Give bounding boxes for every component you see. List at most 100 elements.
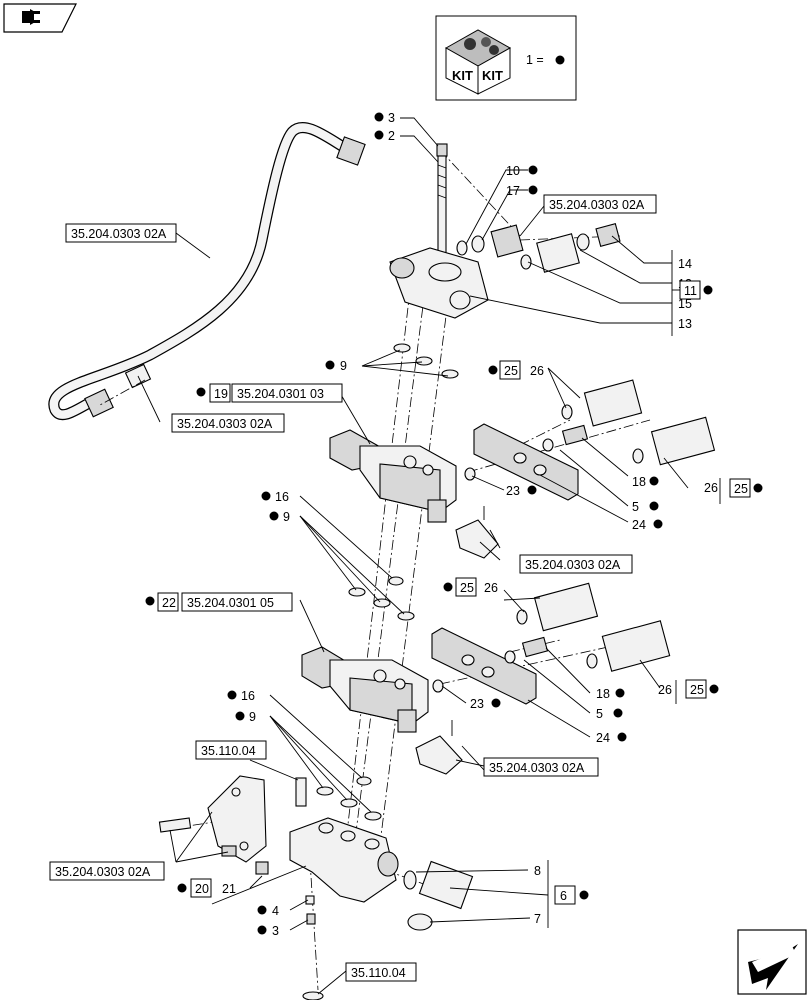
svg-text:35.204.0303 02A: 35.204.0303 02A xyxy=(525,558,621,572)
callout: 26 xyxy=(484,581,498,595)
kit-dot xyxy=(649,501,659,511)
reference-lever-upper[interactable]: 35.204.0303 02A xyxy=(519,554,633,574)
next-page-arrow-icon[interactable] xyxy=(737,929,807,995)
callout-boxed: 25 xyxy=(460,581,474,595)
top-cover xyxy=(389,247,489,319)
callout-boxed: 19 xyxy=(214,387,228,401)
svg-text:35.110.04: 35.110.04 xyxy=(201,744,256,758)
kit-dot xyxy=(235,711,245,721)
kit-dot xyxy=(703,285,713,295)
callout-boxed: 25 xyxy=(504,364,518,378)
valve-section-upper xyxy=(329,429,457,523)
svg-text:35.204.0303 02A: 35.204.0303 02A xyxy=(549,198,645,212)
callout: 13 xyxy=(678,317,692,331)
callout: 26 xyxy=(658,683,672,697)
kit-dot xyxy=(753,483,763,493)
callout: 24 xyxy=(632,518,646,532)
callout: 8 xyxy=(534,864,541,878)
callout: 2 xyxy=(388,129,395,143)
callout: 16 xyxy=(275,490,289,504)
callout: 23 xyxy=(470,697,484,711)
kit-dot xyxy=(491,698,501,708)
kit-dot xyxy=(528,165,538,175)
kit-dot xyxy=(145,596,155,606)
svg-text:35.204.0303 02A: 35.204.0303 02A xyxy=(55,865,151,879)
kit-dot xyxy=(325,360,335,370)
kit-dot xyxy=(488,365,498,375)
reference-bracket[interactable]: 35.110.04 xyxy=(195,740,267,760)
inlet-fitting xyxy=(403,860,474,931)
kit-dot xyxy=(709,684,719,694)
callout: 5 xyxy=(632,500,639,514)
callout-boxed: 22 xyxy=(162,596,176,610)
callout: 4 xyxy=(272,904,279,918)
reference-top-fitting[interactable]: 35.204.0303 02A xyxy=(543,194,657,214)
callouts: 3 2 10 17 14 12 15 13 11 9 19 25 26 18 5… xyxy=(145,111,763,938)
reference-tube-lower[interactable]: 35.204.0303 02A xyxy=(171,413,285,433)
kit-dot xyxy=(528,185,538,195)
callout-boxed: 11 xyxy=(684,284,697,298)
mounting-bracket xyxy=(158,775,307,863)
relief-valves-lower xyxy=(415,582,671,775)
leader-lines xyxy=(137,117,689,995)
kit-dot xyxy=(261,491,271,501)
kit-dot xyxy=(443,582,453,592)
kit-legend-text: 1 = xyxy=(526,53,544,67)
svg-text:35.204.0301 03: 35.204.0301 03 xyxy=(237,387,324,401)
kit-box-icon: KIT KIT xyxy=(444,29,512,95)
kit-dot xyxy=(617,732,627,742)
callout: 26 xyxy=(530,364,544,378)
callout: 17 xyxy=(506,184,520,198)
callout: 10 xyxy=(506,164,520,178)
callout: 26 xyxy=(704,481,718,495)
callout: 9 xyxy=(340,359,347,373)
reference-tube-upper[interactable]: 35.204.0303 02A xyxy=(65,223,177,243)
kit-label-right: KIT xyxy=(482,68,503,83)
svg-text:35.204.0303 02A: 35.204.0303 02A xyxy=(71,227,167,241)
kit-dot xyxy=(196,387,206,397)
kit-dot xyxy=(227,690,237,700)
kit-dot xyxy=(615,688,625,698)
kit-dot-icon xyxy=(555,55,565,65)
kit-dot xyxy=(579,890,589,900)
kit-dot xyxy=(527,485,537,495)
svg-text:35.110.04: 35.110.04 xyxy=(351,966,406,980)
svg-text:35.204.0303 02A: 35.204.0303 02A xyxy=(489,761,585,775)
callout-boxed: 25 xyxy=(734,482,748,496)
svg-text:35.204.0301 05: 35.204.0301 05 xyxy=(187,596,274,610)
reference-washer[interactable]: 35.110.04 xyxy=(345,962,417,982)
relief-valves-upper xyxy=(455,379,716,559)
callout: 7 xyxy=(534,912,541,926)
callout-boxed: 6 xyxy=(560,889,567,903)
callout-boxed: 20 xyxy=(195,882,209,896)
spool-cap-upper xyxy=(473,423,579,501)
tie-bolt xyxy=(436,143,448,257)
callout: 5 xyxy=(596,707,603,721)
kit-dot xyxy=(257,925,267,935)
callout: 23 xyxy=(506,484,520,498)
callout: 9 xyxy=(283,510,290,524)
kit-label-left: KIT xyxy=(452,68,473,83)
book-arrow-icon[interactable] xyxy=(3,3,77,33)
callout: 14 xyxy=(678,257,692,271)
kit-dot xyxy=(374,112,384,122)
hydraulic-tube xyxy=(48,122,366,421)
callout: 21 xyxy=(222,882,236,896)
callout-boxed: 25 xyxy=(690,683,704,697)
reference-bracket-bolts[interactable]: 35.204.0303 02A xyxy=(49,861,165,881)
kit-dot xyxy=(613,708,623,718)
svg-text:35.204.0303 02A: 35.204.0303 02A xyxy=(177,417,273,431)
reference-lever-lower[interactable]: 35.204.0303 02A xyxy=(483,757,599,777)
valve-section-lower xyxy=(301,646,429,733)
top-fittings xyxy=(456,223,621,273)
callout: 24 xyxy=(596,731,610,745)
callout: 15 xyxy=(678,297,692,311)
kit-legend: KIT KIT 1 = xyxy=(435,15,577,101)
callout: 18 xyxy=(632,475,646,489)
reference-valve-section-upper[interactable]: 35.204.0301 03 xyxy=(231,383,343,403)
callout: 9 xyxy=(249,710,256,724)
reference-valve-section-lower[interactable]: 35.204.0301 05 xyxy=(181,592,293,612)
kit-dot xyxy=(649,476,659,486)
